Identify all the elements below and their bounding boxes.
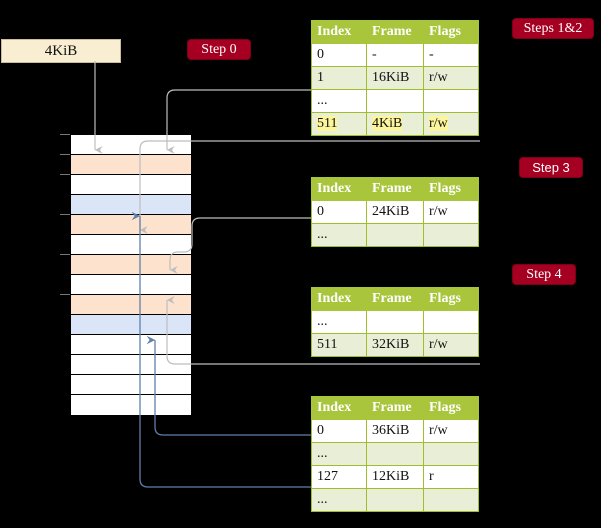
- cell-index: 127: [311, 465, 367, 489]
- column-header-index: Index: [311, 20, 367, 44]
- memory-frame-row: [71, 395, 191, 415]
- cell-flags: -: [423, 43, 479, 67]
- column-header-flags: Flags: [423, 396, 479, 420]
- memory-frame-row: [71, 175, 191, 195]
- cell-frame: [366, 89, 424, 113]
- cell-index: 0: [311, 43, 367, 67]
- column-header-flags: Flags: [423, 177, 479, 201]
- badge-step-3: Step 3: [520, 158, 582, 177]
- table-row[interactable]: ...: [311, 310, 479, 334]
- table-row[interactable]: ...: [311, 442, 479, 466]
- cell-flags: r/w: [423, 200, 479, 224]
- memory-frame-row: [71, 155, 191, 175]
- memory-frame-row: [71, 215, 191, 235]
- memory-frame-row: [71, 355, 191, 375]
- memory-frame-row: [71, 295, 191, 315]
- column-header-index: Index: [311, 396, 367, 420]
- cell-index: 0: [311, 200, 367, 224]
- cell-frame: 16KiB: [366, 66, 424, 90]
- badge-step-4: Step 4: [513, 265, 575, 284]
- cell-frame: [366, 488, 424, 512]
- cell-index: ...: [311, 89, 367, 113]
- memory-frame-row: [71, 275, 191, 295]
- memory-row-tick: [60, 214, 70, 215]
- column-header-frame: Frame: [366, 177, 424, 201]
- page-frame-4kib-box: 4KiB: [1, 39, 121, 63]
- column-header-index: Index: [311, 287, 367, 311]
- memory-frame-row: [71, 375, 191, 395]
- cell-frame: [366, 310, 424, 334]
- cell-index: 1: [311, 66, 367, 90]
- cell-frame: 12KiB: [366, 465, 424, 489]
- cell-flags: [423, 223, 479, 247]
- column-header-frame: Frame: [366, 20, 424, 44]
- column-header-flags: Flags: [423, 20, 479, 44]
- memory-frame-row: [71, 235, 191, 255]
- cell-index: ...: [311, 488, 367, 512]
- cell-frame: 24KiB: [366, 200, 424, 224]
- table-row[interactable]: 0--: [311, 43, 479, 67]
- column-header-index: Index: [311, 177, 367, 201]
- cell-flags: r/w: [423, 419, 479, 443]
- memory-frame-row: [71, 315, 191, 335]
- memory-frame-row: [71, 335, 191, 355]
- memory-row-tick: [60, 154, 70, 155]
- table-row[interactable]: ...: [311, 223, 479, 247]
- cell-index: 0: [311, 419, 367, 443]
- cell-frame: -: [366, 43, 424, 67]
- column-header-frame: Frame: [366, 396, 424, 420]
- column-header-flags: Flags: [423, 287, 479, 311]
- cell-frame: 36KiB: [366, 419, 424, 443]
- cell-flags: [423, 89, 479, 113]
- column-header-frame: Frame: [366, 287, 424, 311]
- cell-flags: r/w: [423, 66, 479, 90]
- cell-index: 511: [311, 112, 367, 136]
- cell-flags: [423, 442, 479, 466]
- cell-flags: [423, 310, 479, 334]
- memory-row-tick: [60, 134, 70, 135]
- cell-flags: r/w: [423, 112, 479, 136]
- memory-frame-row: [71, 195, 191, 215]
- cell-frame: 4KiB: [366, 112, 424, 136]
- cell-frame: [366, 442, 424, 466]
- cell-index: ...: [311, 442, 367, 466]
- memory-row-tick: [60, 174, 70, 175]
- memory-frame-row: [71, 255, 191, 275]
- cell-flags: [423, 488, 479, 512]
- memory-row-tick: [60, 294, 70, 295]
- cell-index: ...: [311, 310, 367, 334]
- table-row[interactable]: ...: [311, 488, 479, 512]
- table-row[interactable]: ...: [311, 89, 479, 113]
- memory-row-tick: [60, 254, 70, 255]
- cell-index: ...: [311, 223, 367, 247]
- physical-memory-column: [70, 134, 191, 415]
- cell-frame: [366, 223, 424, 247]
- cell-flags: r: [423, 465, 479, 489]
- cell-frame: 32KiB: [366, 333, 424, 357]
- cell-index: 511: [311, 333, 367, 357]
- badge-steps-1-2: Steps 1&2: [513, 19, 593, 38]
- memory-frame-row: [71, 135, 191, 155]
- cell-flags: r/w: [423, 333, 479, 357]
- badge-step-0: Step 0: [188, 40, 250, 59]
